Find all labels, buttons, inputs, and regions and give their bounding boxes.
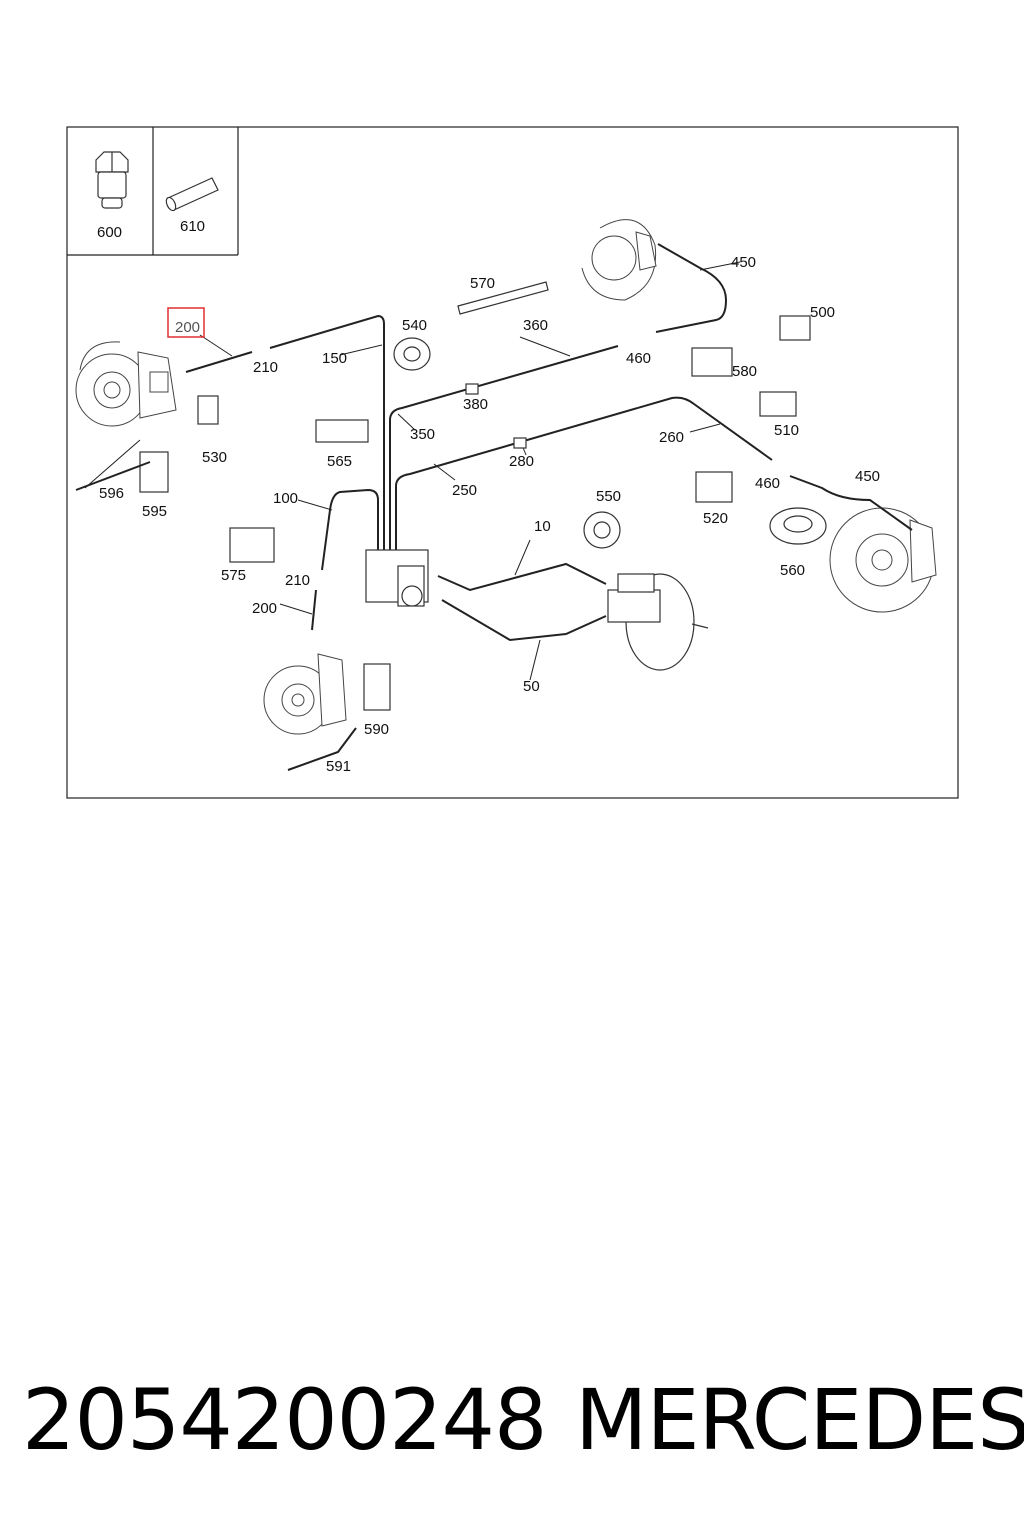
callout-10[interactable]: 10 [534, 518, 551, 535]
callout-200-b[interactable]: 200 [252, 600, 277, 617]
callout-labels: 600 610 200 210 150 540 570 360 460 450 … [97, 218, 880, 775]
callout-260[interactable]: 260 [659, 429, 684, 446]
abs-control-unit-icon[interactable] [365, 549, 429, 607]
callout-280[interactable]: 280 [509, 453, 534, 470]
callout-530[interactable]: 530 [202, 449, 227, 466]
part-number: 2054200248 [22, 1371, 547, 1469]
callout-565[interactable]: 565 [327, 453, 352, 470]
callout-540[interactable]: 540 [402, 317, 427, 334]
callout-591[interactable]: 591 [326, 758, 351, 775]
callout-460[interactable]: 460 [626, 350, 651, 367]
highlight-box-200 [167, 307, 205, 338]
callout-610[interactable]: 610 [180, 218, 205, 235]
callout-350[interactable]: 350 [410, 426, 435, 443]
front-right-brake-disc-icon [829, 507, 937, 613]
callout-450[interactable]: 450 [731, 254, 756, 271]
callout-460-b[interactable]: 460 [755, 475, 780, 492]
part-600-nut-icon[interactable] [95, 151, 129, 209]
callout-560[interactable]: 560 [780, 562, 805, 579]
clip-holders-icons[interactable] [139, 315, 811, 711]
parts-diagram: 600 610 200 210 150 540 570 360 460 450 … [66, 126, 959, 799]
callout-450-b[interactable]: 450 [855, 468, 880, 485]
callout-596[interactable]: 596 [99, 485, 124, 502]
callout-150[interactable]: 150 [322, 350, 347, 367]
callout-250[interactable]: 250 [452, 482, 477, 499]
part-550-grommet-icon[interactable] [583, 511, 621, 549]
cable-lines [75, 461, 357, 771]
callout-595[interactable]: 595 [142, 503, 167, 520]
callout-575[interactable]: 575 [221, 567, 246, 584]
callout-380[interactable]: 380 [463, 396, 488, 413]
leader-lines [84, 261, 741, 681]
callout-200-highlighted[interactable]: 200 [175, 319, 200, 336]
callout-210[interactable]: 210 [253, 359, 278, 376]
brake-booster-icon[interactable] [607, 573, 709, 671]
brand-name: MERCEDES [575, 1371, 1024, 1469]
callout-550[interactable]: 550 [596, 488, 621, 505]
part-570-strip-icon[interactable] [457, 281, 549, 315]
diagram-frame [66, 126, 959, 799]
part-560-plate-icon[interactable] [769, 507, 827, 545]
callout-580[interactable]: 580 [732, 363, 757, 380]
brake-lines [185, 243, 913, 642]
callout-510[interactable]: 510 [774, 422, 799, 439]
callout-100[interactable]: 100 [273, 490, 298, 507]
rear-right-brake-disc-icon [581, 219, 657, 301]
inset-boxes [67, 127, 239, 256]
part-610-sleeve-icon[interactable] [164, 177, 219, 212]
callout-570[interactable]: 570 [470, 275, 495, 292]
front-left-lower-brake-disc-icon [263, 653, 347, 735]
part-540-grommet-icon[interactable] [393, 337, 431, 371]
callout-600[interactable]: 600 [97, 224, 122, 241]
callout-210-b[interactable]: 210 [285, 572, 310, 589]
callout-50[interactable]: 50 [523, 678, 540, 695]
callout-360[interactable]: 360 [523, 317, 548, 334]
callout-520[interactable]: 520 [703, 510, 728, 527]
callout-590[interactable]: 590 [364, 721, 389, 738]
footer: 2054200248 MERCEDES [0, 1365, 1024, 1475]
front-left-brake-disc-icon [75, 341, 177, 427]
callout-500[interactable]: 500 [810, 304, 835, 321]
